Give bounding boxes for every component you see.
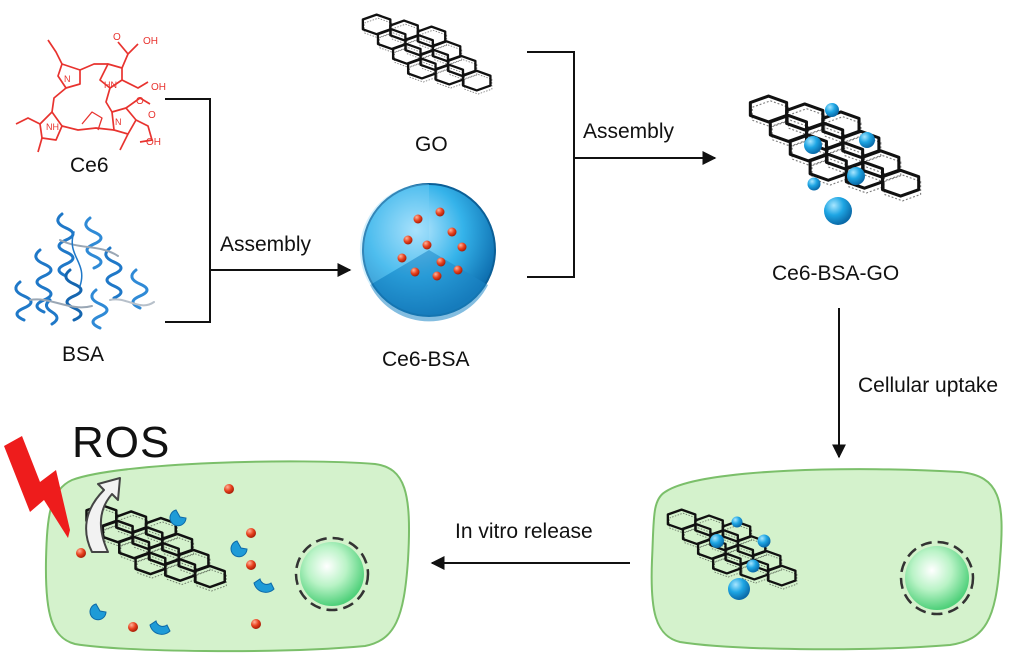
assembly-label-1: Assembly xyxy=(220,233,312,256)
released-bsa-fragments xyxy=(89,509,275,635)
graphene-hexagon-edge xyxy=(807,127,846,155)
graphene-hexagon-edge xyxy=(196,569,227,592)
ce6-oh-3: OH xyxy=(146,137,161,148)
graphene-hexagon-edge xyxy=(433,44,463,66)
ce6-label: Ce6 xyxy=(70,154,109,177)
graphene-hexagon-edge xyxy=(791,139,829,167)
graphene-hexagon-edge xyxy=(363,17,393,39)
graphene-hexagon-edge xyxy=(120,540,152,563)
graphene-hexagon-edge xyxy=(133,530,165,554)
assembly-bracket-2 xyxy=(527,51,717,278)
ce6-bsa-go-complex xyxy=(748,94,922,225)
graphene-hexagon-edge xyxy=(179,553,211,576)
graphene-hexagon xyxy=(193,564,226,589)
ce6-bsa-go-label: Ce6-BSA-GO xyxy=(772,262,900,285)
assembly-bracket-1 xyxy=(165,98,352,323)
graphene-hexagon-edge xyxy=(418,29,448,51)
graphene-hexagon-edge xyxy=(753,554,783,575)
hex-lattice xyxy=(85,503,227,592)
ce6-o-2: O xyxy=(136,96,144,107)
ce6-bsa-nanoparticle xyxy=(359,183,496,322)
graphene-hexagon-edge xyxy=(117,514,149,538)
graphene-hexagon-edge xyxy=(844,135,882,163)
graphene-hexagon-edge xyxy=(136,556,168,579)
nucleus xyxy=(294,536,370,612)
graphene-hexagon-edge xyxy=(147,521,178,544)
graphene-hexagon-edge xyxy=(421,53,450,74)
graphene-hexagon-edge xyxy=(166,562,198,586)
ce6-nh: NH xyxy=(46,122,59,132)
graphene-hexagon xyxy=(766,564,797,587)
graphene-hexagon-edge xyxy=(847,166,885,194)
graphene-hexagon-edge xyxy=(464,73,493,95)
graphene-hexagon-edge xyxy=(696,518,725,540)
ce6-bsa-label: Ce6-BSA xyxy=(382,348,470,371)
ros-curved-arrow-icon xyxy=(85,477,121,553)
go-sheet xyxy=(361,13,493,95)
graphene-hexagon-edge xyxy=(751,100,790,128)
graphene-hexagon-edge xyxy=(394,47,423,68)
graphene-hexagon-edge xyxy=(103,524,135,547)
nucleus xyxy=(899,540,975,616)
hex-lattice xyxy=(361,13,493,95)
graphene-hexagon-edge xyxy=(668,512,698,534)
graphene-hexagon-edge xyxy=(391,23,420,45)
graphene-hexagon xyxy=(461,69,492,92)
graphene-hexagon-edge xyxy=(883,174,922,202)
bsa-label: BSA xyxy=(62,343,105,366)
ros-label: ROS xyxy=(72,418,171,467)
in-vitro-release-label: In vitro release xyxy=(455,520,593,543)
graphene-hexagon-edge xyxy=(738,539,768,561)
graphene-hexagon-edge xyxy=(448,59,478,80)
graphene-hexagon-edge xyxy=(711,533,740,555)
ce6-o-1: O xyxy=(113,32,121,43)
ce6-oh-2: OH xyxy=(151,82,166,93)
graphene-hexagon-edge xyxy=(699,542,728,563)
graphene-hexagon-edge xyxy=(827,146,866,175)
graphene-hexagon-edge xyxy=(769,568,798,590)
graphene-hexagon-edge xyxy=(723,524,753,546)
assembly-label-2: Assembly xyxy=(583,120,675,143)
cell-after-release xyxy=(44,460,411,653)
graphene-hexagon xyxy=(880,168,921,198)
graphene-hexagon-edge xyxy=(150,546,181,570)
ce6-n-2: N xyxy=(115,117,122,127)
light-lightning-icon xyxy=(4,436,70,538)
ce6-hn: HN xyxy=(104,80,117,90)
go-label: GO xyxy=(415,133,448,156)
graphene-hexagon-edge xyxy=(163,537,195,560)
ce6-n-1: N xyxy=(64,74,71,84)
ce6-dots xyxy=(397,207,467,281)
graphene-hexagon-edge xyxy=(863,154,902,183)
graphene-hexagon-edge xyxy=(787,108,826,136)
graphene-hexagon-edge xyxy=(409,61,438,83)
cell-after-uptake xyxy=(650,468,1003,651)
cellular-uptake-label: Cellular uptake xyxy=(858,374,999,397)
graphene-hexagon-edge xyxy=(436,67,465,89)
ce6-molecule xyxy=(15,39,153,153)
ce6-oh-1: OH xyxy=(143,36,158,47)
graphene-hexagon-edge xyxy=(714,556,743,578)
bsa-protein xyxy=(14,212,155,330)
graphene-hexagon-edge xyxy=(406,38,435,60)
ce6-o-3: O xyxy=(148,110,156,121)
graphene-hexagon-edge xyxy=(378,32,408,54)
